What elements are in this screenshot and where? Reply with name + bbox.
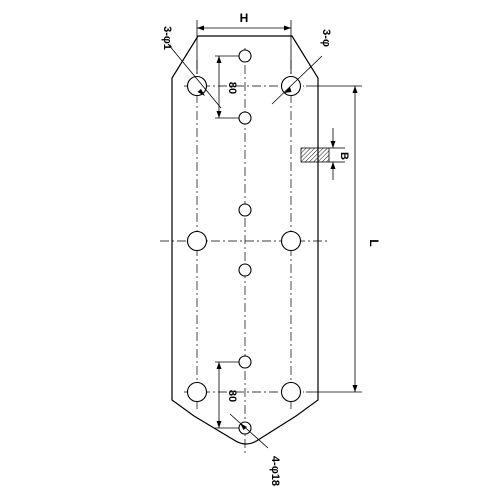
- hole-small-2: [238, 111, 252, 125]
- leader-hole-top-left: 3-φ1: [161, 26, 222, 109]
- leader-hole-bottom: 4-φ18: [229, 413, 281, 486]
- hole-large-middle-left: [186, 230, 208, 252]
- hole-small-1: [238, 49, 252, 63]
- width-label: H: [240, 11, 249, 25]
- pitch-bottom-label: 80: [226, 390, 238, 402]
- hole-large-bottom-left: [186, 381, 208, 403]
- dimension-width: H: [196, 11, 292, 74]
- hole-small-3: [238, 203, 252, 217]
- hole-top-left-label: 3-φ1: [161, 26, 173, 50]
- hole-top-right-label: 3-φ: [320, 29, 332, 47]
- leader-hole-top-right: 3-φ: [271, 29, 332, 105]
- thickness-section: B: [300, 128, 350, 180]
- hole-large-middle-right: [280, 230, 302, 252]
- hole-bottom-label: 4-φ18: [269, 456, 281, 486]
- dimension-length: L: [306, 85, 381, 393]
- hole-small-5: [238, 355, 252, 369]
- dimension-pitch-bottom: 80: [215, 361, 239, 429]
- hole-large-bottom-right: [280, 381, 302, 403]
- dimension-pitch-top: 80: [215, 55, 239, 119]
- thickness-label: B: [338, 152, 350, 160]
- plate-outline: [171, 35, 319, 445]
- pitch-top-label: 80: [226, 82, 238, 94]
- hole-small-4: [238, 263, 252, 277]
- length-label: L: [367, 239, 381, 246]
